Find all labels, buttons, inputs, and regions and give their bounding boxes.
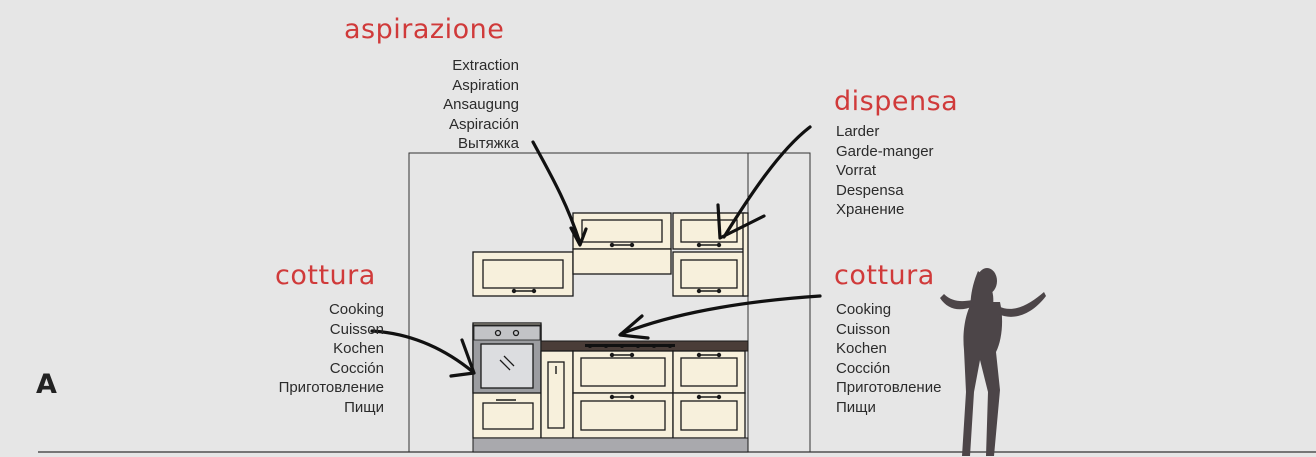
- list-item: Cocción: [836, 359, 891, 377]
- oven-tower: [472, 322, 542, 439]
- dispensa-list: Larder Garde-manger Vorrat Despensa Хран…: [836, 122, 934, 220]
- pointer-arrows: [370, 125, 822, 378]
- list-item: Приготовление: [836, 379, 942, 396]
- list-item: Пищи: [836, 398, 876, 416]
- person-silhouette: [940, 268, 1046, 456]
- list-item: Aspiration: [452, 76, 519, 94]
- list-item: Aspiración: [448, 115, 519, 133]
- list-item: Kochen: [836, 340, 887, 357]
- aspirazione-list: Extraction Aspiration Ansaugung Aspiraci…: [443, 56, 519, 154]
- list-item: Приготовление: [278, 379, 384, 396]
- list-item: Ansaugung: [443, 96, 519, 113]
- cottura-left-list: Cooking Cuisson Kochen Cocción Приготовл…: [279, 300, 384, 417]
- aspirazione-title: aspirazione: [344, 14, 505, 45]
- arrow-dispensa: [722, 125, 812, 239]
- wall-cabinets: [472, 212, 749, 297]
- list-item: Cooking: [328, 301, 384, 318]
- list-item: Garde-manger: [836, 142, 934, 160]
- arrow-cottura-right: [619, 294, 822, 336]
- list-item: Cocción: [329, 359, 384, 377]
- list-item: Larder: [836, 123, 880, 140]
- oven-door: [480, 343, 534, 389]
- cottura-right-title: cottura: [834, 260, 935, 291]
- wall-cabinet-handles: [511, 242, 722, 294]
- arrow-cottura-left: [370, 329, 475, 374]
- list-item: Vorrat: [836, 162, 877, 179]
- base-cabinet-handles: [555, 352, 722, 400]
- list-item: Хранение: [836, 201, 905, 218]
- list-item: Kochen: [333, 340, 384, 357]
- dispensa-title: dispensa: [834, 86, 959, 117]
- list-item: Despensa: [836, 181, 904, 199]
- base-cabinets: [540, 350, 746, 439]
- list-item: Cooking: [836, 301, 892, 318]
- hob-burners: [585, 344, 675, 348]
- list-item: Cuisson: [836, 320, 891, 338]
- list-item: Extraction: [452, 57, 519, 74]
- cottura-right-list: Cooking Cuisson Kochen Cocción Приготовл…: [836, 300, 941, 417]
- plinth: [472, 437, 749, 453]
- section-letter: A: [36, 369, 57, 400]
- list-item: Вытяжка: [457, 135, 519, 152]
- list-item: Пищи: [344, 398, 384, 416]
- list-item: Cuisson: [329, 320, 384, 338]
- cottura-left-title: cottura: [275, 260, 376, 291]
- arrow-aspirazione: [531, 140, 582, 245]
